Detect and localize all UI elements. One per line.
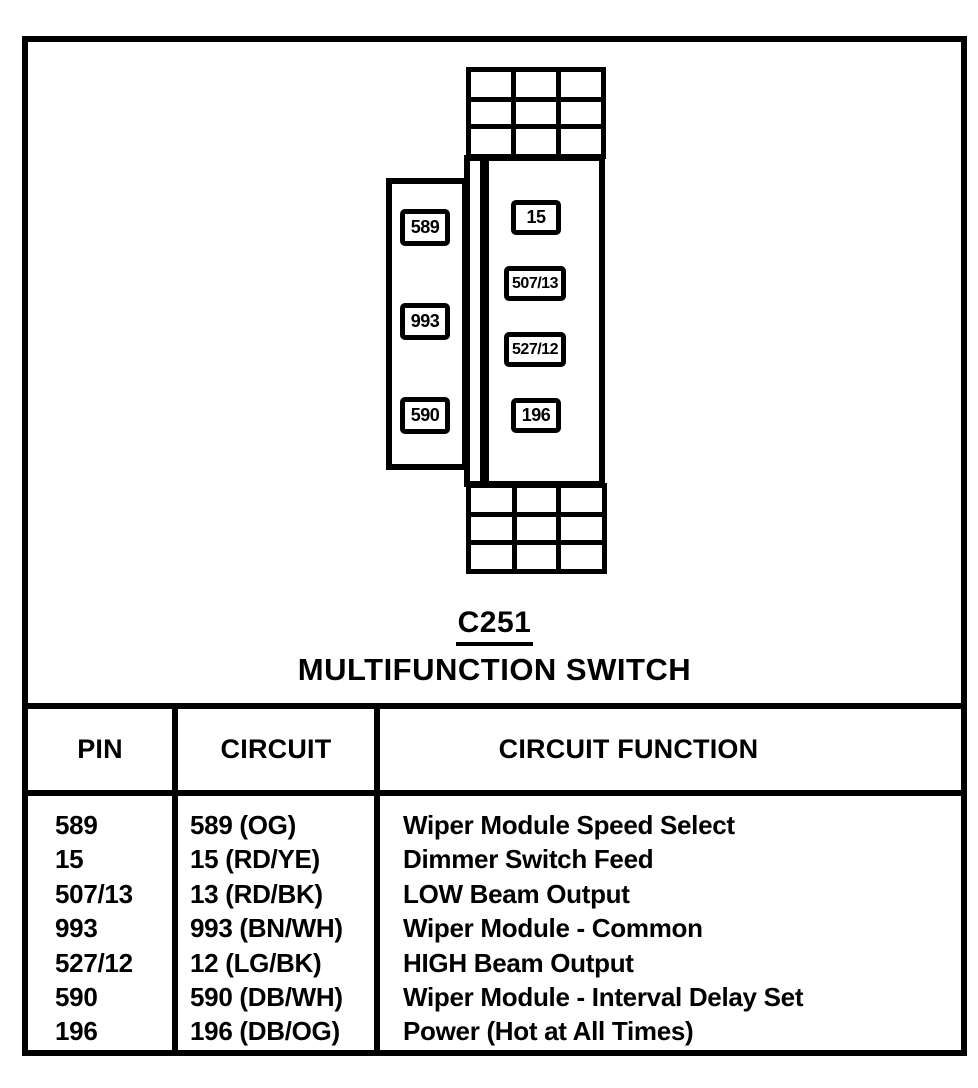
table-cell-pin: 993 bbox=[55, 913, 98, 944]
table-cell-pin: 196 bbox=[55, 1016, 98, 1047]
header-circuit-function: CIRCUIT FUNCTION bbox=[498, 734, 759, 764]
pin-box-590: 590 bbox=[400, 397, 450, 434]
connector-name-label: MULTIFUNCTION SWITCH bbox=[297, 652, 692, 687]
table-cell-pin: 15 bbox=[55, 844, 84, 875]
table-cell-function: Power (Hot at All Times) bbox=[403, 1016, 694, 1047]
table-cell-pin: 590 bbox=[55, 981, 98, 1012]
connector-id-label: C251 bbox=[455, 606, 534, 646]
pin-box-507-13: 507/13 bbox=[504, 266, 566, 301]
table-cell-circuit: 589 (OG) bbox=[190, 810, 296, 840]
pin-box-993: 993 bbox=[400, 303, 450, 340]
header-circuit: CIRCUIT bbox=[220, 734, 332, 764]
table-cell-function: Wiper Module - Common bbox=[403, 913, 703, 944]
table-cell-circuit: 15 (RD/YE) bbox=[190, 844, 320, 875]
pin-box-527-12: 527/12 bbox=[504, 332, 566, 367]
grid-line bbox=[555, 72, 561, 154]
table-cell-function: Wiper Module - Interval Delay Set bbox=[403, 981, 804, 1012]
connector-bottom-grid bbox=[466, 483, 607, 574]
table-cell-circuit: 590 (DB/WH) bbox=[190, 981, 343, 1012]
table-column-divider bbox=[172, 703, 178, 1050]
table-top-border bbox=[28, 703, 961, 709]
table-cell-pin: 527/12 bbox=[55, 947, 133, 978]
table-cell-function: Wiper Module Speed Select bbox=[403, 810, 735, 840]
connector-divider-bar bbox=[480, 160, 489, 481]
table-cell-pin: 589 bbox=[55, 810, 98, 840]
grid-line bbox=[511, 488, 517, 569]
pin-box-196: 196 bbox=[511, 398, 561, 433]
table-cell-function: LOW Beam Output bbox=[403, 878, 630, 909]
grid-line bbox=[556, 488, 562, 569]
grid-line bbox=[471, 124, 601, 130]
table-cell-function: Dimmer Switch Feed bbox=[403, 844, 654, 875]
connector-top-grid bbox=[466, 67, 606, 159]
table-cell-circuit: 13 (RD/BK) bbox=[190, 878, 323, 909]
grid-line bbox=[471, 539, 602, 545]
grid-line bbox=[471, 96, 601, 102]
connector-caption: C251 MULTIFUNCTION SWITCH bbox=[28, 606, 961, 688]
grid-line bbox=[511, 72, 517, 154]
table-cell-pin: 507/13 bbox=[55, 878, 133, 909]
table-header-border bbox=[28, 790, 961, 796]
table-cell-function: HIGH Beam Output bbox=[403, 947, 634, 978]
header-pin: PIN bbox=[77, 734, 123, 764]
table-cell-circuit: 196 (DB/OG) bbox=[190, 1016, 340, 1047]
table-column-divider bbox=[374, 703, 380, 1050]
page-frame: 589 993 590 15 507/13 527/12 196 C251 MU… bbox=[22, 36, 967, 1056]
pin-box-589: 589 bbox=[400, 209, 450, 246]
table-cell-circuit: 12 (LG/BK) bbox=[190, 947, 322, 978]
table-circuit-column: 589 (OG)15 (RD/YE)13 (RD/BK)993 (BN/WH)1… bbox=[190, 796, 374, 1050]
grid-line bbox=[471, 512, 602, 518]
pin-box-15: 15 bbox=[511, 200, 561, 235]
table-cell-circuit: 993 (BN/WH) bbox=[190, 913, 343, 944]
